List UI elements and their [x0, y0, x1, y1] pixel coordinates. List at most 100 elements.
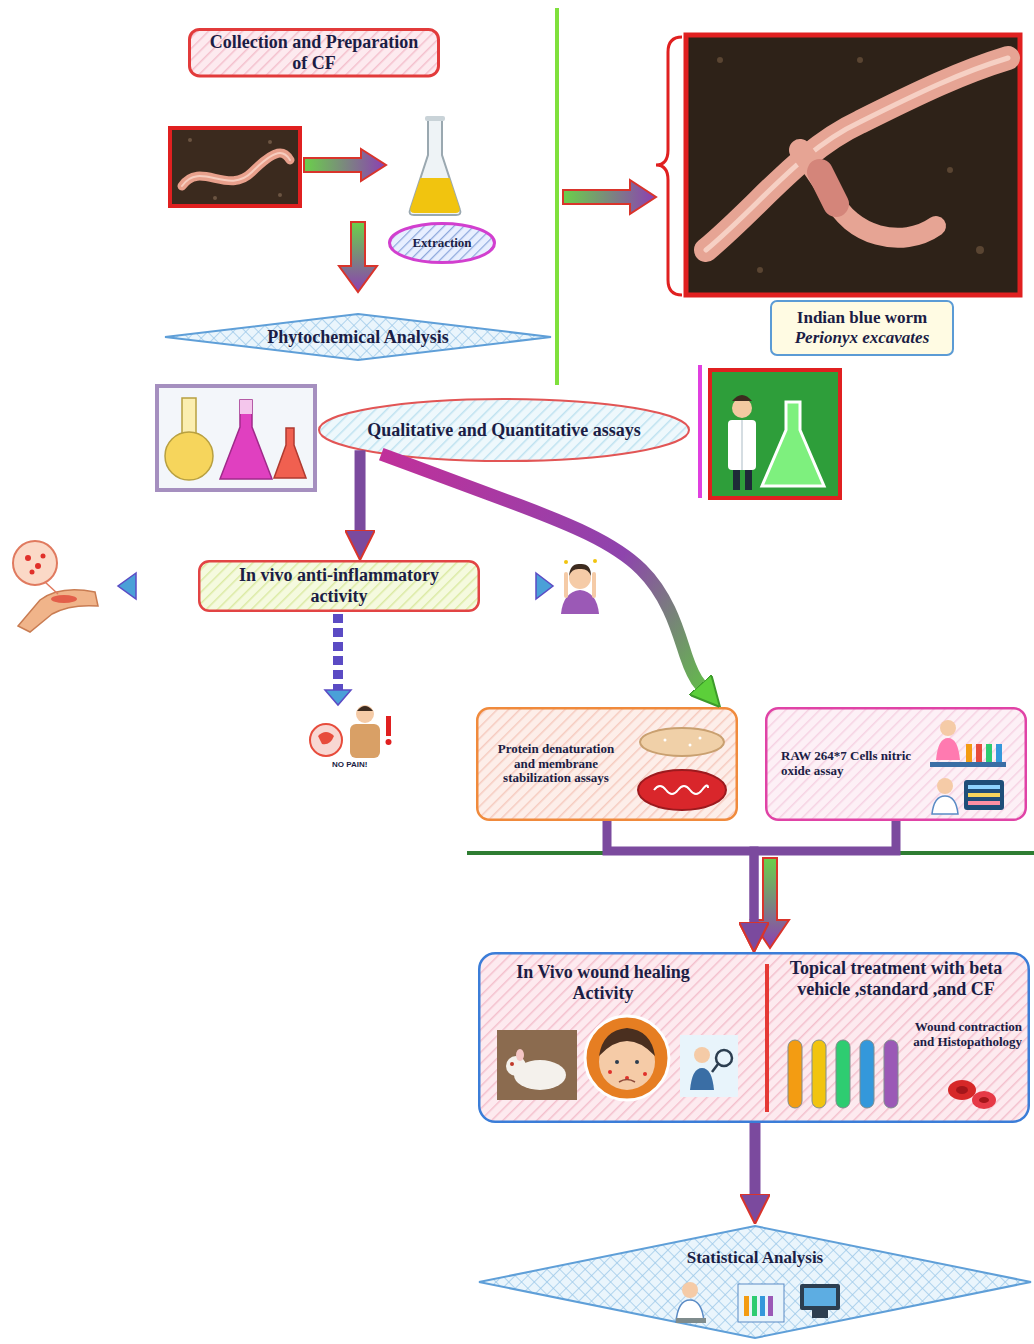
scientist-icon	[728, 420, 756, 470]
lab-glassware-photo	[157, 386, 315, 490]
flow-arrow-shape	[751, 858, 789, 948]
earthworm-photo	[188, 138, 192, 142]
rat-photo	[516, 1049, 524, 1061]
earthworm-photo	[170, 128, 300, 206]
text-slot: Topical treatment with beta vehicle ,sta…	[772, 958, 1020, 999]
divider-line	[467, 853, 1034, 854]
test-tube-icon	[836, 1040, 850, 1108]
petri-dish-icon	[699, 737, 702, 740]
petri-dish-icon	[638, 728, 726, 810]
node-shape	[477, 708, 737, 820]
scientist-icon	[710, 370, 840, 498]
test-tube-icon	[812, 1040, 826, 1108]
stomach-ache-icon	[350, 724, 380, 758]
dashed-arrow	[325, 690, 351, 705]
rat-photo	[497, 1030, 577, 1100]
node-shape	[479, 1226, 1031, 1338]
flow-arrow-shape	[751, 858, 789, 948]
dashed-arrow	[536, 573, 553, 599]
scientist-icon	[745, 470, 752, 490]
divider-line	[700, 365, 701, 498]
node-text: Wound contraction and Histopathology	[898, 1020, 1022, 1050]
earthworm-photo	[268, 140, 272, 144]
acne-face-icon	[599, 1034, 655, 1090]
flask-icon	[410, 120, 461, 215]
lab-glassware-photo	[157, 386, 315, 490]
node-shape	[190, 30, 439, 76]
analyst-icons	[676, 1300, 704, 1322]
node-shape	[199, 561, 479, 611]
divider-line	[698, 365, 702, 498]
headache-icon	[561, 590, 599, 614]
petri-dish-icon	[664, 739, 667, 742]
skin-rash-icon	[35, 563, 41, 569]
analyst-icons	[738, 1284, 784, 1322]
headache-icon	[569, 564, 591, 576]
flow-arrow	[607, 821, 754, 926]
node-text: Qualitative and Quantitative assays	[367, 420, 641, 441]
lab-workers-icon	[968, 801, 1000, 805]
lab-workers-icon	[937, 778, 953, 794]
divider-line	[767, 964, 768, 1112]
skin-rash-icon	[13, 541, 57, 585]
process-box: Collection and Preparation of CF	[188, 28, 440, 77]
lab-workers-icon	[930, 762, 1006, 767]
headache-icon	[564, 560, 568, 564]
earthworm-photo	[717, 57, 723, 63]
dashed-arrow	[136, 581, 196, 591]
acne-face-icon	[619, 1080, 635, 1083]
acne-face-icon	[643, 1072, 647, 1076]
skin-rash-icon	[30, 570, 35, 575]
rat-photo	[514, 1060, 566, 1090]
node-text: Protein denaturation and membrane stabil…	[486, 742, 626, 787]
assay-box: Protein denaturation and membrane stabil…	[476, 707, 738, 821]
skin-rash-icon	[25, 555, 31, 561]
analyst-icons	[752, 1296, 757, 1316]
doctor-icon	[690, 1068, 714, 1090]
earthworm-photo	[820, 172, 836, 204]
divider-line	[467, 851, 1034, 855]
lab-workers-icon	[986, 744, 992, 762]
earthworm-photo	[706, 58, 1008, 250]
rat-photo	[506, 1056, 526, 1076]
test-tube-icon	[884, 1040, 898, 1108]
analyst-icons	[744, 1296, 749, 1316]
acne-face-icon	[625, 1076, 629, 1080]
doctor-icon	[680, 1035, 738, 1097]
node-shape	[165, 314, 551, 360]
lab-workers-icon	[964, 780, 1004, 810]
scientist-icon	[732, 398, 752, 418]
text-slot: Statistical Analysis	[655, 1248, 855, 1268]
flow-arrow-shape	[304, 149, 386, 292]
node-text: In vivo anti-inflammatory activity	[214, 565, 464, 606]
text-slot: In Vivo wound healing Activity	[492, 962, 714, 1003]
headache-icon	[561, 559, 599, 614]
earthworm-photo	[706, 58, 1008, 250]
stomach-ache-icon	[357, 706, 373, 711]
step-diamond: Statistical Analysis	[477, 1224, 1033, 1340]
blood-cell-icon	[956, 1086, 968, 1094]
lab-glassware-photo	[182, 398, 196, 434]
flow-arrow	[381, 454, 702, 688]
lab-glassware-photo	[274, 428, 306, 478]
test-tube-icon	[860, 1040, 874, 1108]
node-text: RAW 264*7 Cells nitric oxide assay	[781, 749, 915, 779]
process-panel: In Vivo wound healing Activity Topical tr…	[478, 952, 1030, 1123]
petri-dish-icon	[689, 744, 692, 747]
lab-workers-icon	[932, 796, 958, 814]
stomach-ache-icon	[386, 716, 391, 736]
earthworm-photo	[686, 35, 1020, 295]
doctor-icon	[694, 1047, 710, 1063]
earthworm-photo	[976, 246, 984, 254]
dashed-arrow	[482, 581, 536, 591]
dashed-arrow	[118, 573, 553, 705]
test-tube-icon	[788, 1040, 898, 1108]
earthworm-photo	[800, 150, 832, 196]
earthworm-photo	[857, 57, 863, 63]
earthworm-photo	[182, 153, 290, 186]
node-text: Phytochemical Analysis	[267, 327, 449, 348]
lab-workers-icon	[968, 793, 1000, 797]
blood-cell-icon	[972, 1091, 996, 1109]
scientist-icon	[733, 470, 740, 490]
